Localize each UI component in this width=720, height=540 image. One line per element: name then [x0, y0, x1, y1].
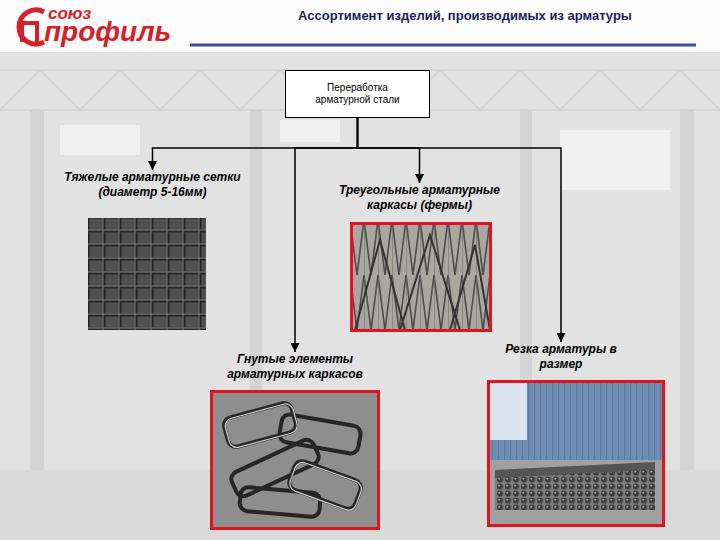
logo-mark: [19, 10, 44, 44]
product-node: Треугольные арматурные каркасы (фермы): [332, 183, 507, 332]
photo-frame: [487, 380, 665, 527]
photo-frame: [88, 218, 206, 330]
bent-photo: [222, 401, 363, 517]
cutting-photo: [495, 462, 655, 478]
connector-arrow: [153, 118, 358, 170]
node-label: Треугольные арматурные каркасы (фермы): [332, 183, 507, 213]
logo-mark: [19, 10, 44, 44]
truss-photo: [355, 235, 490, 330]
cutting-photo: [487, 380, 665, 460]
truss-photo: [350, 222, 492, 332]
connector-arrow: [295, 118, 358, 352]
bent-photo: [210, 390, 380, 530]
mesh-photo: [88, 218, 206, 330]
header-rule: [190, 44, 696, 47]
header-band: [0, 0, 720, 52]
product-node: Тяжелые арматурные сетки (диаметр 5-16мм…: [60, 170, 245, 330]
cutting-photo: [487, 380, 665, 527]
truss-photo: [350, 222, 492, 332]
cutting-photo: [487, 380, 665, 527]
node-label: Резка арматуры в размер: [503, 342, 619, 372]
node-label: Гнутые элементы арматурных каркасов: [212, 352, 378, 382]
logo-text: профиль: [44, 18, 171, 46]
product-node: Резка арматуры в размер: [487, 342, 665, 527]
bent-photo: [239, 487, 321, 518]
bent-photo: [224, 402, 299, 449]
bent-photo: [224, 402, 364, 512]
cutting-photo: [487, 380, 527, 440]
connector-arrow: [358, 118, 562, 342]
bent-photo: [288, 460, 364, 512]
node-label: Переработка арматурной стали: [310, 82, 406, 106]
mesh-photo: [88, 218, 206, 330]
logo-mark: [22, 23, 37, 42]
connector-arrow: [358, 118, 420, 183]
mesh-photo: [88, 218, 206, 330]
bent-photo: [287, 459, 363, 511]
node-label: Тяжелые арматурные сетки (диаметр 5-16мм…: [60, 170, 245, 200]
product-node: Гнутые элементы арматурных каркасов: [210, 352, 380, 530]
bent-photo: [210, 390, 380, 530]
photo-frame: [210, 390, 380, 530]
process-box: Переработка арматурной стали: [285, 70, 430, 118]
slide-title: Ассортимент изделий, производимых из арм…: [215, 8, 715, 23]
photo-frame: [350, 222, 492, 332]
